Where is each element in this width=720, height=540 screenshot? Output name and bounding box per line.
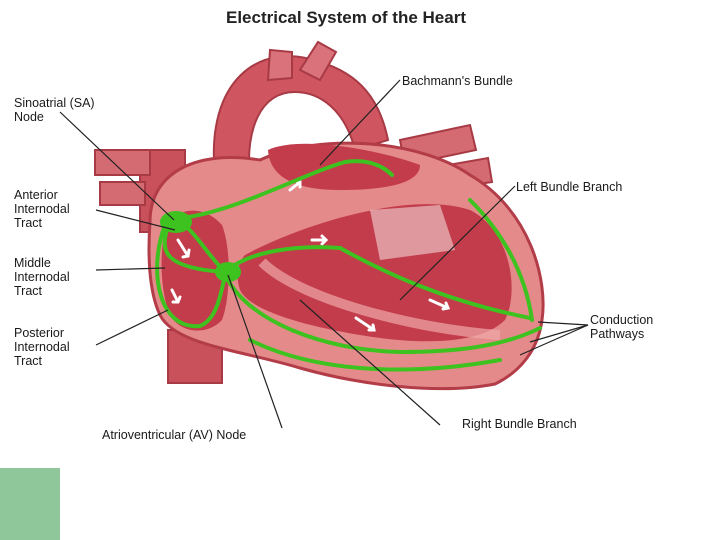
sa-node — [160, 211, 192, 233]
label-middle-internodal-tract: Middle Internodal Tract — [14, 256, 70, 298]
label-av-node: Atrioventricular (AV) Node — [102, 428, 246, 442]
label-sa-node: Sinoatrial (SA) Node — [14, 96, 95, 124]
av-node — [215, 262, 241, 282]
label-conduction-pathways: Conduction Pathways — [590, 313, 653, 341]
label-posterior-internodal-tract: Posterior Internodal Tract — [14, 326, 70, 368]
label-anterior-internodal-tract: Anterior Internodal Tract — [14, 188, 70, 230]
label-right-bundle-branch: Right Bundle Branch — [462, 417, 577, 431]
label-bachmanns-bundle: Bachmann's Bundle — [402, 74, 513, 88]
label-left-bundle-branch: Left Bundle Branch — [516, 180, 622, 194]
corner-decoration — [0, 468, 60, 540]
